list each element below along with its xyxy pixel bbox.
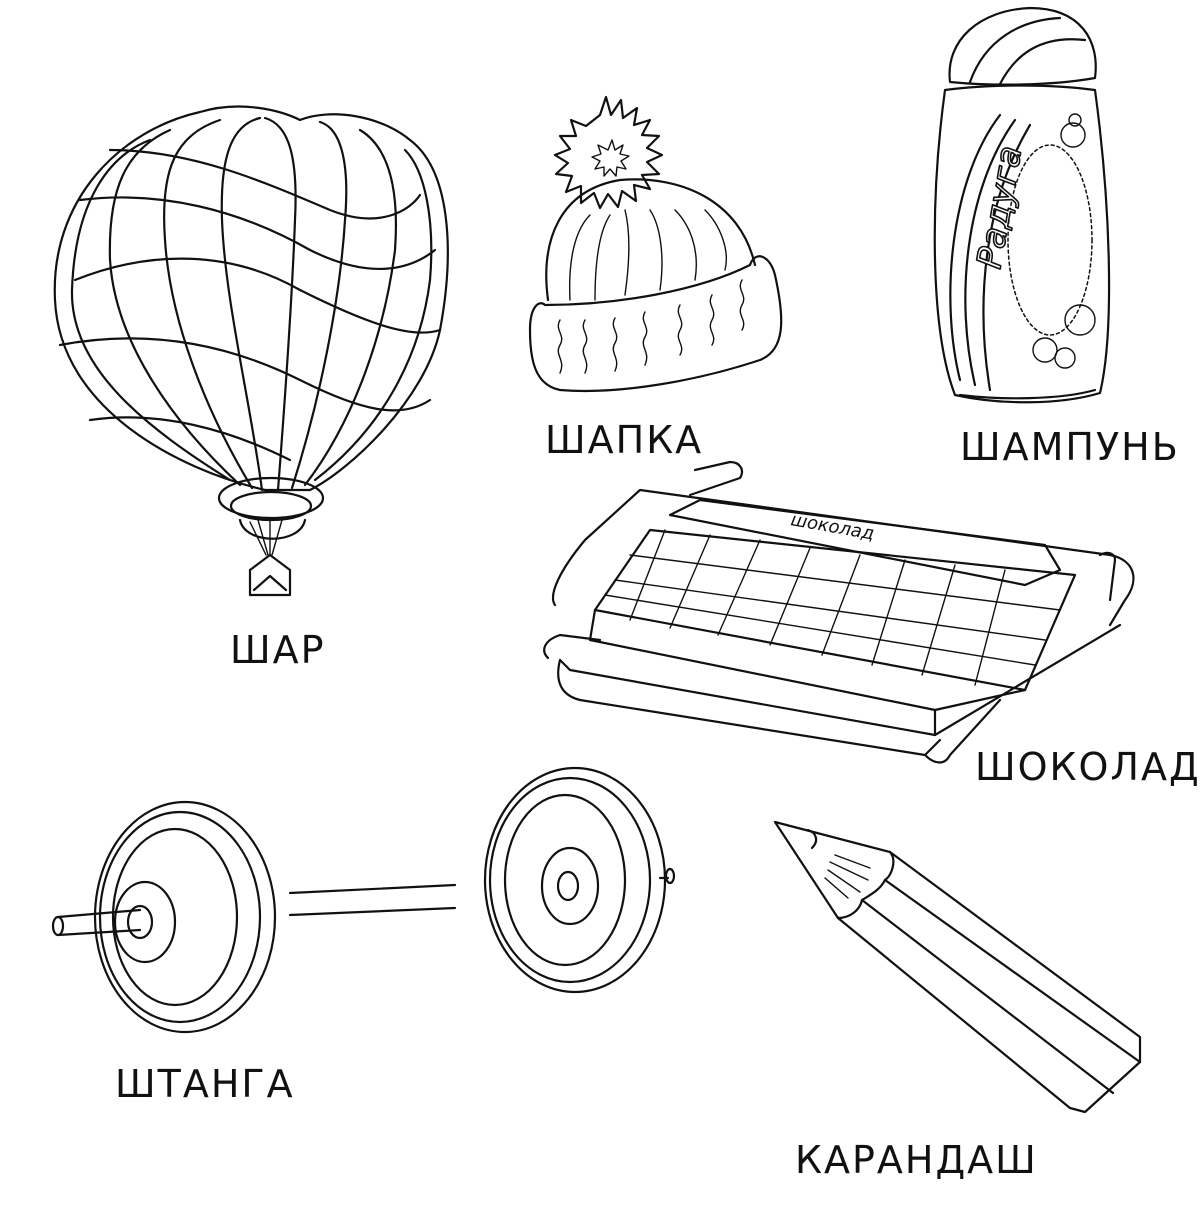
hat-label: ШАПКА <box>545 418 704 462</box>
balloon-label: ШАР <box>230 628 326 672</box>
pencil-label: КАРАНДАШ <box>795 1138 1038 1182</box>
chocolate-label: ШОКОЛАД <box>975 745 1200 789</box>
shampoo-label: ШАМПУНЬ <box>960 425 1180 469</box>
barbell-label: ШТАНГА <box>115 1062 295 1106</box>
